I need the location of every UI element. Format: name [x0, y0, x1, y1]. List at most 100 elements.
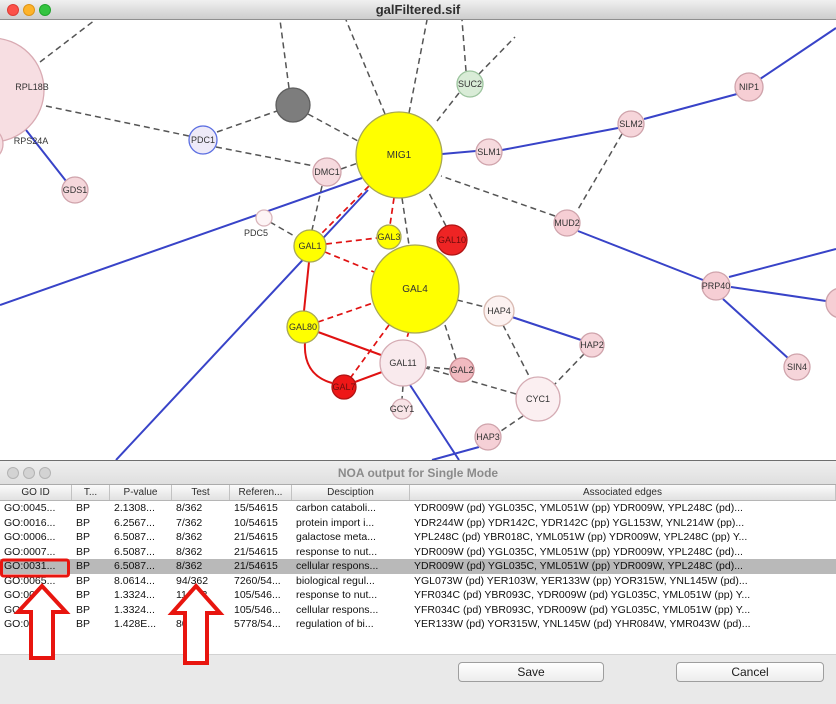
edge[interactable]: [500, 415, 524, 432]
column-header[interactable]: Desciption: [292, 485, 410, 500]
edge[interactable]: [643, 93, 738, 120]
edge[interactable]: [441, 150, 477, 155]
edge[interactable]: [389, 197, 395, 226]
edge[interactable]: [350, 324, 390, 378]
edge[interactable]: [45, 105, 190, 137]
edge[interactable]: [553, 353, 585, 386]
node-mig1[interactable]: [355, 111, 443, 199]
edge[interactable]: [478, 36, 516, 75]
edge[interactable]: [759, 27, 836, 80]
edge[interactable]: [311, 185, 323, 231]
node-gal80[interactable]: [286, 310, 320, 344]
edge[interactable]: [577, 230, 704, 281]
edge[interactable]: [722, 298, 790, 360]
column-header[interactable]: Associated edges: [410, 485, 836, 500]
node-slm1[interactable]: [475, 138, 503, 166]
node-nip1[interactable]: [734, 72, 764, 102]
close-button[interactable]: [7, 467, 19, 479]
column-header[interactable]: GO ID: [0, 485, 72, 500]
node-gal7[interactable]: [331, 374, 357, 400]
edge[interactable]: [303, 261, 310, 312]
edge[interactable]: [425, 367, 517, 395]
node-slm2[interactable]: [617, 110, 645, 138]
edge[interactable]: [269, 221, 297, 238]
edge[interactable]: [444, 324, 457, 360]
minimize-button[interactable]: [23, 467, 35, 479]
edge[interactable]: [115, 189, 369, 460]
node-gal2[interactable]: [449, 357, 475, 383]
node-prp40[interactable]: [701, 271, 731, 301]
edge[interactable]: [215, 146, 315, 167]
node-gal11[interactable]: [379, 339, 427, 387]
edge[interactable]: [409, 384, 460, 460]
edge[interactable]: [216, 110, 278, 133]
network-canvas[interactable]: RPL18BRPS24AGDS1PDC1DMC1MIG1SUC2SLM1SLM2…: [0, 20, 836, 460]
edge[interactable]: [325, 237, 378, 245]
edge[interactable]: [461, 20, 467, 72]
node[interactable]: [275, 87, 311, 123]
edge[interactable]: [408, 20, 428, 114]
edge[interactable]: [456, 299, 486, 308]
save-button[interactable]: Save: [458, 662, 604, 682]
column-header[interactable]: T...: [72, 485, 110, 500]
node-gal1[interactable]: [293, 229, 327, 263]
edge[interactable]: [345, 20, 386, 115]
column-header[interactable]: P-value: [110, 485, 172, 500]
node-suc2[interactable]: [456, 70, 484, 98]
node-rps24a[interactable]: [0, 127, 4, 161]
zoom-button[interactable]: [39, 467, 51, 479]
node-gal10[interactable]: [436, 224, 468, 256]
edge[interactable]: [25, 129, 67, 182]
edge[interactable]: [502, 324, 531, 379]
node-dmc1[interactable]: [312, 157, 342, 187]
column-header[interactable]: Test: [172, 485, 230, 500]
edge[interactable]: [320, 185, 370, 235]
node-mud2[interactable]: [553, 209, 581, 237]
edge[interactable]: [728, 248, 836, 278]
edge[interactable]: [279, 20, 290, 89]
edge[interactable]: [511, 316, 582, 341]
close-button[interactable]: [7, 4, 19, 16]
node[interactable]: [825, 288, 836, 318]
edge[interactable]: [501, 127, 619, 151]
node-pdc1[interactable]: [188, 125, 218, 155]
edge[interactable]: [354, 371, 383, 383]
node-hap2[interactable]: [579, 332, 605, 358]
node-hap3[interactable]: [474, 423, 502, 451]
edge[interactable]: [576, 133, 623, 212]
edge[interactable]: [436, 92, 460, 122]
edge[interactable]: [340, 162, 359, 170]
edge[interactable]: [307, 113, 359, 142]
node-hap4[interactable]: [483, 295, 515, 327]
edge[interactable]: [39, 20, 96, 63]
edge[interactable]: [440, 175, 556, 217]
edge[interactable]: [401, 197, 410, 246]
edge[interactable]: [431, 446, 480, 460]
minimize-button[interactable]: [23, 4, 35, 16]
edge[interactable]: [401, 385, 404, 400]
edge[interactable]: [730, 286, 827, 302]
edge[interactable]: [317, 302, 374, 323]
edge[interactable]: [427, 190, 447, 227]
node-gal3[interactable]: [376, 224, 402, 250]
edge[interactable]: [426, 366, 451, 370]
edge[interactable]: [324, 251, 375, 273]
graph-window-titlebar[interactable]: galFiltered.sif: [0, 0, 836, 20]
node-rpl18b[interactable]: [0, 37, 45, 143]
edge[interactable]: [0, 177, 363, 306]
column-header[interactable]: Referen...: [230, 485, 292, 500]
node-cyc1[interactable]: [515, 376, 561, 422]
node-gal4[interactable]: [370, 244, 460, 334]
edge[interactable]: [317, 331, 382, 356]
noa-window-titlebar[interactable]: NOA output for Single Mode: [0, 461, 836, 485]
node-pdc5[interactable]: [255, 209, 273, 227]
